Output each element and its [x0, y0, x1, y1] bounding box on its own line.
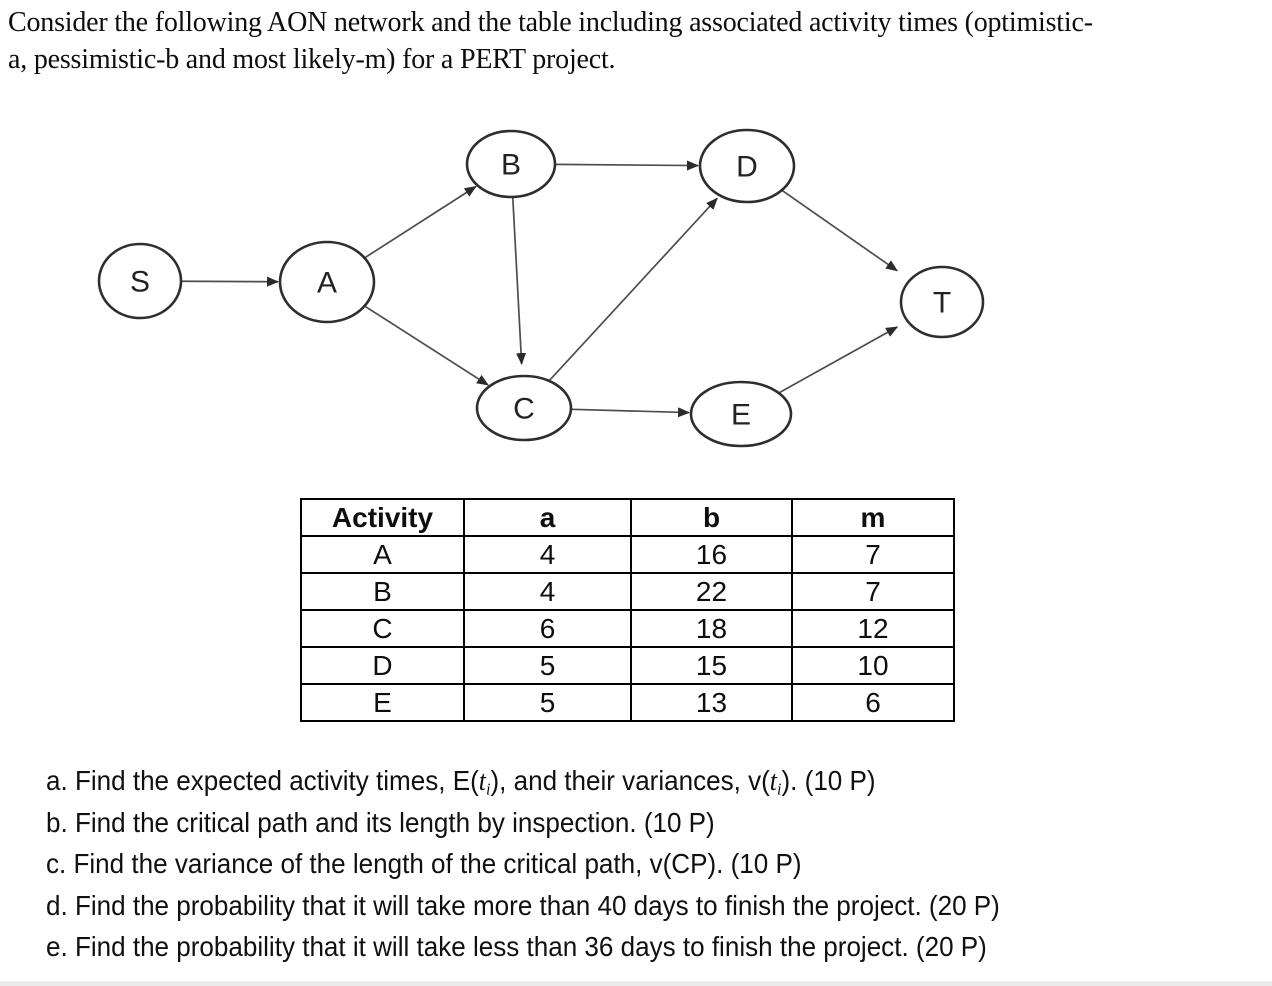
- node-label-e: E: [731, 399, 751, 432]
- edge-b-c: [511, 196, 527, 366]
- edge-a-b: [364, 185, 477, 259]
- table-cell: 13: [630, 683, 793, 722]
- question-b: b. Find the critical path and its length…: [46, 806, 715, 838]
- node-label-t: T: [933, 287, 951, 320]
- table-cell: 4: [463, 535, 632, 574]
- question-a-text: ). (10 P): [781, 765, 876, 796]
- edge-s-a: [180, 276, 280, 287]
- column-header-a: a: [463, 498, 632, 537]
- table-cell: 4: [463, 572, 632, 611]
- edge-e-t: [778, 326, 899, 394]
- edge-d-t: [781, 189, 898, 272]
- table-cell: 5: [463, 683, 632, 722]
- node-t: [899, 265, 985, 339]
- table-cell: C: [300, 609, 465, 648]
- node-a: [278, 240, 376, 324]
- math-var-t: t: [478, 766, 486, 797]
- node-label-s: S: [130, 266, 150, 299]
- column-header-b: b: [630, 498, 793, 537]
- node-d: [698, 128, 796, 204]
- question-a-text: a. Find the expected activity times, E(: [46, 765, 479, 796]
- table-row: B 4 22 7: [300, 572, 955, 611]
- activity-times-table: Activity a b m A 4 16 7 B 4 22 7 C 6 18: [300, 498, 955, 722]
- table-row: C 6 18 12: [300, 609, 955, 648]
- table-cell: B: [300, 572, 465, 611]
- table-cell: 15: [630, 646, 793, 685]
- table-cell: 7: [791, 572, 955, 611]
- edge-c-d: [548, 197, 718, 382]
- table-cell: 6: [791, 683, 955, 722]
- node-s: [97, 242, 183, 320]
- node-label-d: D: [736, 151, 758, 184]
- table-row: E 5 13 6: [300, 683, 955, 722]
- node-label-b: B: [501, 149, 521, 182]
- table-header-row: Activity a b m: [300, 498, 955, 537]
- table-row: D 5 15 10: [300, 646, 955, 685]
- table-cell: 16: [630, 535, 793, 574]
- question-c: c. Find the variance of the length of th…: [46, 848, 802, 879]
- table-cell: 7: [791, 535, 955, 574]
- table-cell: 18: [630, 609, 793, 648]
- problem-statement-line-1: Consider the following AON network and t…: [8, 7, 1093, 38]
- table-cell: A: [300, 535, 465, 574]
- node-b: [465, 129, 557, 199]
- table-cell: 5: [463, 646, 632, 685]
- edge-a-c: [364, 305, 489, 386]
- node-c: [475, 374, 573, 442]
- table-cell: 12: [791, 609, 955, 648]
- math-sub-i: i: [777, 779, 782, 799]
- table-cell: D: [300, 646, 465, 685]
- problem-statement-line-2: a, pessimistic-b and most likely-m) for …: [8, 44, 616, 75]
- node-label-c: C: [513, 393, 535, 426]
- table-cell: E: [300, 683, 465, 722]
- column-header-m: m: [791, 498, 955, 537]
- table-cell: 6: [463, 609, 632, 648]
- node-label-a: A: [317, 267, 337, 300]
- page-bottom-edge: [0, 981, 1272, 986]
- edge-b-d: [554, 160, 700, 171]
- table-cell: 22: [630, 572, 793, 611]
- node-e: [689, 380, 793, 448]
- problem-statement: Consider the following AON network and t…: [8, 4, 1268, 78]
- question-d: d. Find the probability that it will tak…: [46, 889, 1000, 921]
- question-a-text: ), and their variances, v(: [490, 765, 770, 796]
- column-header-activity: Activity: [300, 498, 465, 537]
- question-e: e. Find the probability that it will tak…: [46, 931, 987, 962]
- edge-c-e: [570, 407, 691, 418]
- table-row: A 4 16 7: [300, 535, 955, 574]
- question-a: a. Find the expected activity times, E(t…: [46, 760, 1000, 802]
- questions-list: a. Find the expected activity times, E(t…: [46, 760, 1072, 968]
- math-var-t: t: [769, 766, 778, 797]
- math-sub-i: i: [485, 779, 491, 799]
- table-cell: 10: [791, 646, 955, 685]
